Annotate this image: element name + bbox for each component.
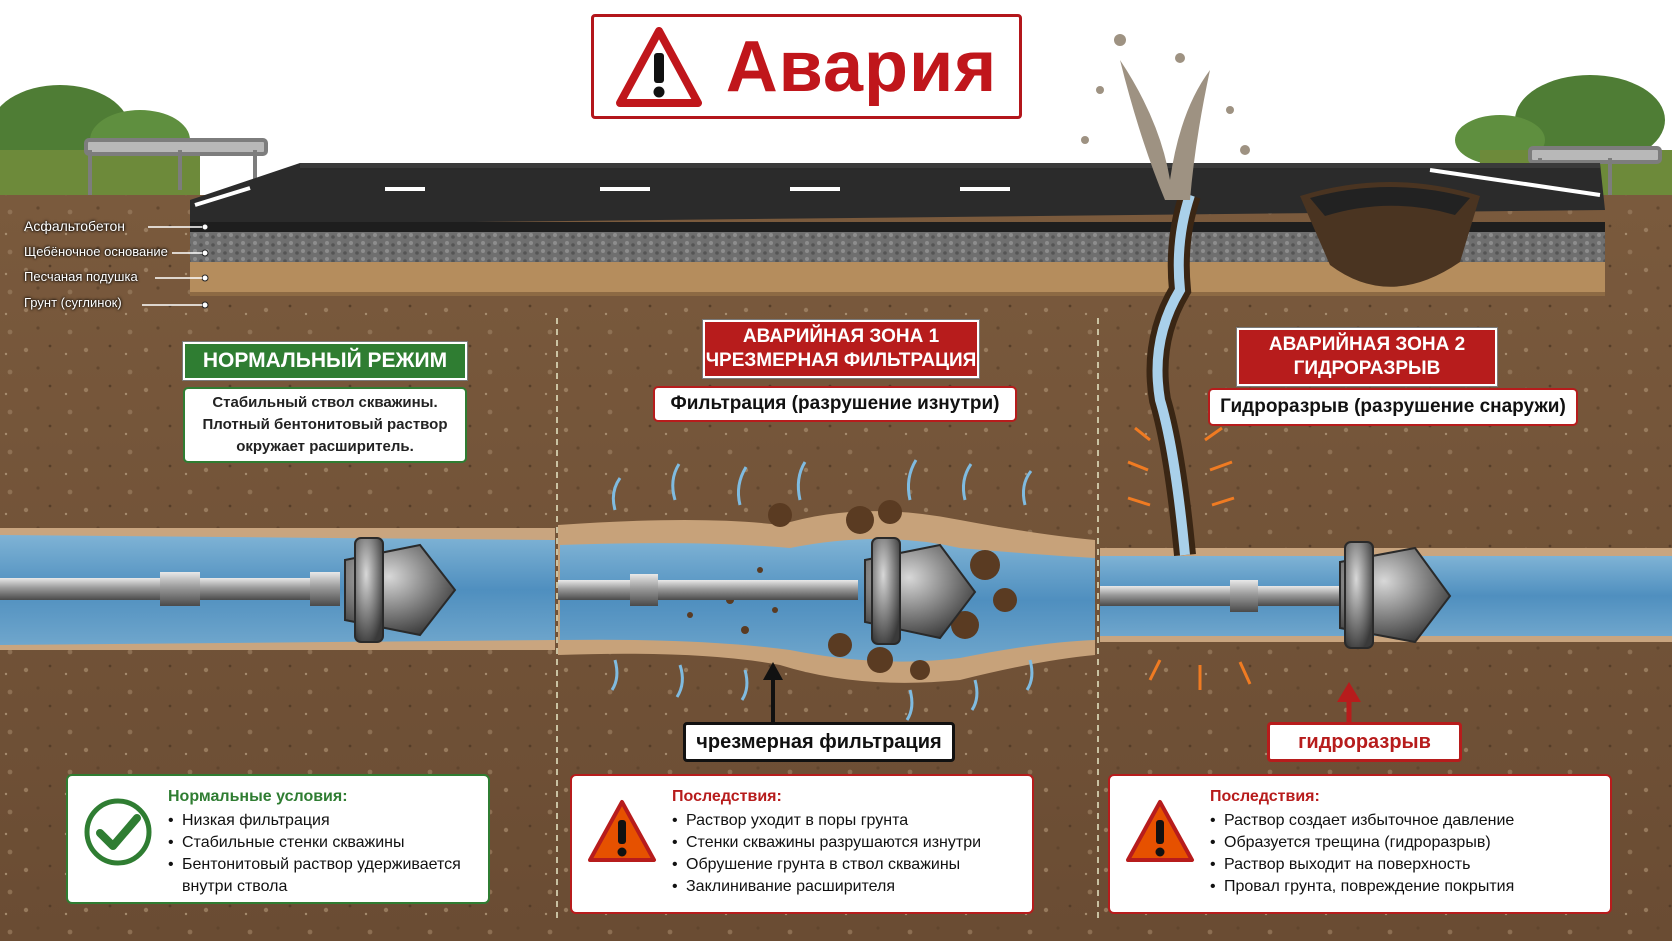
hydrofracture-crack — [1146, 191, 1201, 557]
info-box-zone1: Последствия: Раствор уходит в поры грунт… — [570, 774, 1034, 914]
list-item: Бентонитовый раствор удерживается внутри… — [168, 854, 474, 898]
info-list-zone1: Раствор уходит в поры грунта Стенки сква… — [672, 810, 981, 898]
list-item: Стабильные стенки скважины — [168, 832, 474, 854]
description-line: Стабильный ствол скважины. — [212, 394, 438, 411]
reamer-normal — [344, 537, 457, 643]
list-item: Раствор уходит в поры грунта — [672, 810, 981, 832]
list-item: Обрушение грунта в ствол скважины — [672, 854, 981, 876]
zone1-callout: чрезмерная фильтрация — [683, 722, 955, 762]
zone1-header: АВАРИЙНАЯ ЗОНА 1 ЧРЕЗМЕРНАЯ ФИЛЬТРАЦИЯ — [703, 320, 979, 378]
page-title: Авария — [725, 26, 998, 107]
info-box-zone2: Последствия: Раствор создает избыточное … — [1108, 774, 1612, 914]
list-item: Раствор создает избыточное давление — [1210, 810, 1514, 832]
drill-pipe-zone1 — [558, 574, 858, 606]
warning-icon — [615, 26, 702, 107]
list-item: Раствор выходит на поверхность — [1210, 854, 1514, 876]
info-title-normal: Нормальные условия: — [168, 788, 348, 805]
title-banner: Авария — [591, 14, 1022, 119]
warning-icon — [1126, 800, 1194, 862]
collapsed-soil — [687, 500, 1017, 680]
list-item: Стенки скважины разрушаются изнутри — [672, 832, 981, 854]
pressure-arrows — [1127, 426, 1252, 690]
filtration-arrows — [610, 459, 1034, 721]
info-title-zone2: Последствия: — [1210, 788, 1320, 805]
zone2-header-line1: АВАРИЙНАЯ ЗОНА 2 — [1268, 334, 1466, 355]
zone2-header: АВАРИЙНАЯ ЗОНА 2 ГИДРОРАЗРЫВ — [1237, 328, 1497, 386]
zone-normal-description: Стабильный ствол скважины. Плотный бенто… — [183, 387, 467, 463]
zone1-subtitle: Фильтрация (разрушение изнутри) — [653, 386, 1017, 422]
layer-label-sand: Песчаная подушка — [24, 269, 138, 284]
drill-pipe-zone2 — [1100, 580, 1340, 612]
info-box-normal: Нормальные условия: Низкая фильтрация Ст… — [66, 774, 490, 904]
layer-markers — [201, 223, 209, 309]
check-icon — [84, 798, 152, 866]
description-line: Плотный бентонитовый раствор — [202, 416, 448, 433]
zone2-subtitle: Гидроразрыв (разрушение снаружи) — [1208, 388, 1578, 426]
mud-fountain — [1081, 34, 1250, 200]
drill-pipe-normal — [0, 572, 340, 606]
reamer-zone1 — [864, 537, 977, 645]
layer-label-soil: Грунт (суглинок) — [24, 295, 122, 310]
description-line: окружает расширитель. — [236, 438, 414, 455]
info-list-normal: Низкая фильтрация Стабильные стенки сква… — [168, 810, 474, 898]
callout-arrow-zone2 — [1337, 682, 1361, 722]
zone1-header-line2: ЧРЕЗМЕРНАЯ ФИЛЬТРАЦИЯ — [705, 350, 977, 371]
zone1-header-line1: АВАРИЙНАЯ ЗОНА 1 — [742, 326, 940, 347]
callout-arrow-zone1 — [763, 662, 783, 722]
list-item: Низкая фильтрация — [168, 810, 474, 832]
info-title-zone1: Последствия: — [672, 788, 782, 805]
info-list-zone2: Раствор создает избыточное давление Обра… — [1210, 810, 1514, 898]
sinkhole — [1300, 182, 1480, 287]
zone-normal-header: НОРМАЛЬНЫЙ РЕЖИМ — [183, 342, 467, 380]
zone2-callout: гидроразрыв — [1267, 722, 1462, 762]
warning-icon — [588, 800, 656, 862]
layer-label-asphalt: Асфальтобетон — [24, 218, 126, 234]
layer-label-gravel: Щебёночное основание — [24, 244, 168, 259]
zone2-header-line2: ГИДРОРАЗРЫВ — [1293, 358, 1441, 379]
list-item: Заклинивание расширителя — [672, 876, 981, 898]
list-item: Провал грунта, повреждение покрытия — [1210, 876, 1514, 898]
list-item: Образуется трещина (гидроразрыв) — [1210, 832, 1514, 854]
reamer-zone2 — [1339, 541, 1452, 649]
